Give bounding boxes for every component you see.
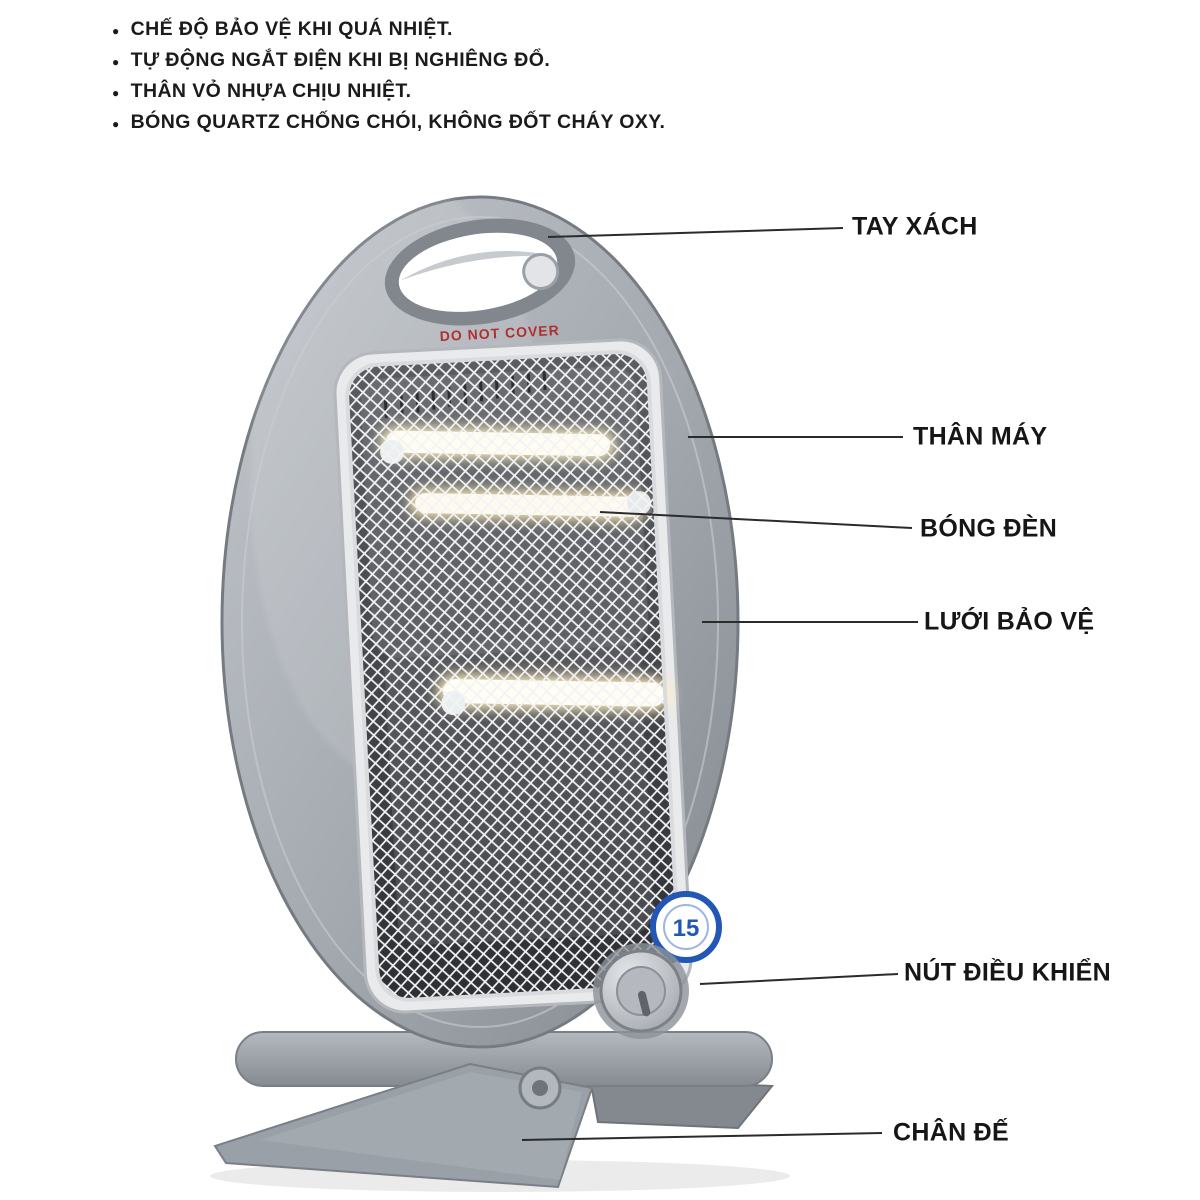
do-not-cover-text: DO NOT COVER (439, 322, 560, 344)
leader-tay-xach (547, 227, 844, 238)
feature-item: ● BÓNG QUARTZ CHỐNG CHÓI, KHÔNG ĐỐT CHÁY… (112, 107, 665, 138)
bullet-icon: ● (112, 23, 120, 38)
feature-item: ● THÂN VỎ NHỰA CHỊU NHIỆT. (112, 76, 665, 107)
handle-pivot (522, 253, 560, 291)
leader-lines (521, 227, 918, 1141)
feature-text: TỰ ĐỘNG NGẮT ĐIỆN KHI BỊ NGHIÊNG ĐỔ. (130, 49, 551, 71)
brand-badge: 15 (650, 891, 722, 963)
control-knob (593, 943, 689, 1039)
feature-text: BÓNG QUARTZ CHỐNG CHÓI, KHÔNG ĐỐT CHÁY O… (130, 111, 666, 133)
feature-item: ● CHẾ ĐỘ BẢO VỆ KHI QUÁ NHIỆT. (112, 14, 665, 45)
label-luoi-bao-ve: LƯỚI BẢO VỆ (924, 607, 1095, 636)
bullet-icon: ● (112, 54, 120, 69)
label-chan-de: CHÂN ĐẾ (893, 1118, 1009, 1147)
bullet-icon: ● (112, 85, 120, 100)
leader-chan-de (521, 1132, 883, 1141)
label-than-may: THÂN MÁY (913, 422, 1048, 451)
feature-text: THÂN VỎ NHỰA CHỊU NHIỆT. (130, 80, 412, 102)
feature-list: ● CHẾ ĐỘ BẢO VỆ KHI QUÁ NHIỆT. ● TỰ ĐỘNG… (112, 14, 665, 138)
base-stand (213, 1031, 775, 1189)
feature-text: CHẾ ĐỘ BẢO VỆ KHI QUÁ NHIỆT. (130, 18, 453, 40)
label-tay-xach: TAY XÁCH (852, 212, 978, 241)
label-nut-dieu-khien: NÚT ĐIỀU KHIỂN (904, 958, 1111, 987)
leader-nut-dieu-khien (699, 973, 899, 985)
label-bong-den: BÓNG ĐÈN (920, 514, 1058, 543)
protective-grille (333, 338, 693, 1014)
bullet-icon: ● (112, 116, 120, 131)
svg-text:15: 15 (673, 915, 700, 942)
carry-handle (384, 218, 576, 326)
leader-bong-den (599, 511, 913, 529)
feature-item: ● TỰ ĐỘNG NGẮT ĐIỆN KHI BỊ NGHIÊNG ĐỔ. (112, 45, 665, 76)
